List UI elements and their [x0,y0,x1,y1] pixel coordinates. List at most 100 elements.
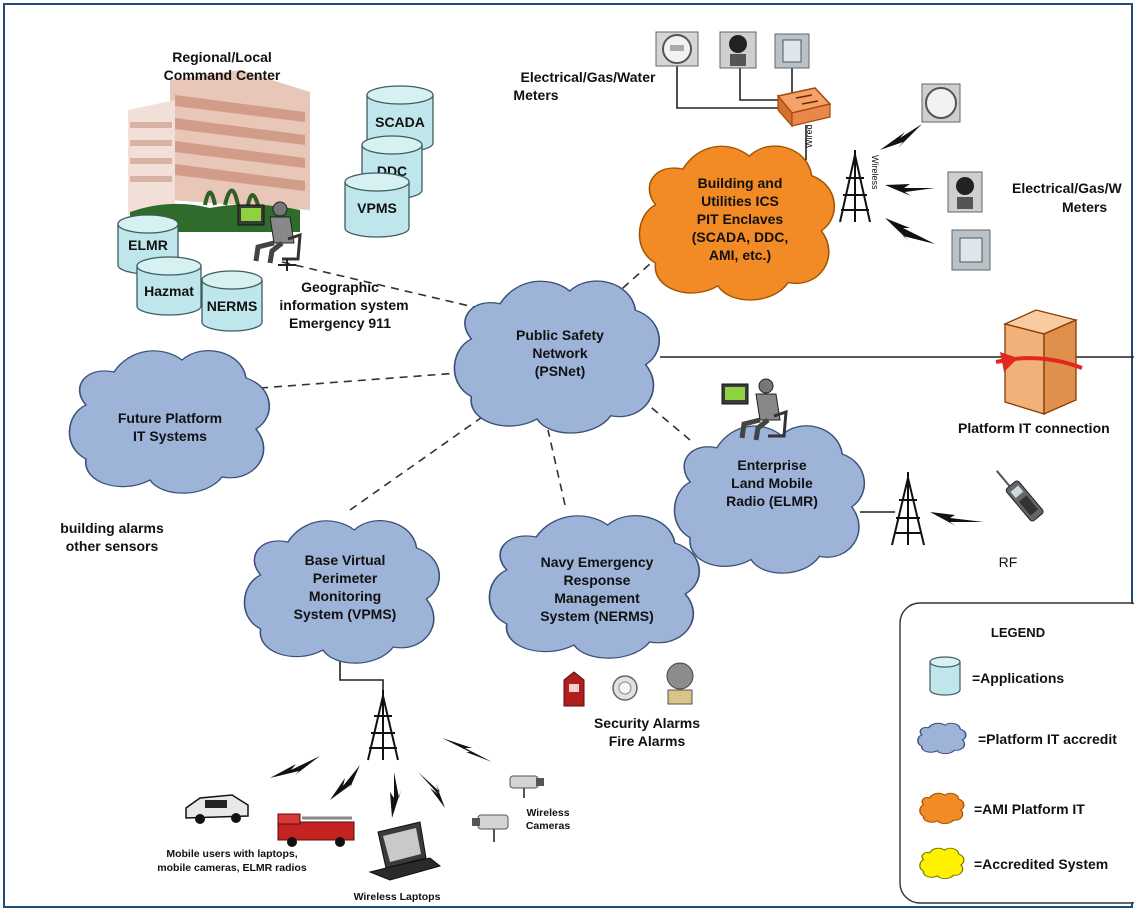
cloud-vpms-line-2: Perimeter [313,570,378,586]
link-meter2-switch [739,68,790,101]
wireless-link-label: Wireless [870,155,880,190]
meter-right-2-icon [947,171,983,213]
fire-truck-icon [277,813,355,847]
legend-cylinder-icon [929,656,961,696]
legend-item-ami: =AMI Platform IT [920,793,1085,823]
legend-item-platform-it: =Platform IT accredit [918,723,1117,753]
cylinder-scada-label: SCADA [375,114,425,130]
wireless-cameras-label-2: Cameras [526,820,571,832]
cylinder-nerms-label: NERMS [207,298,258,314]
rf-label: RF [999,554,1018,570]
cylinder-hazmat: Hazmat [136,256,202,316]
alarm-bell-icon [666,662,694,705]
building-alarms-label-1: building alarms [60,520,164,536]
handheld-radio-icon [995,470,1044,522]
meter-top-2-icon [719,31,757,69]
link-vpms-psnet [349,407,496,511]
link-meter1-switch [676,62,790,109]
dashed-links [259,254,691,511]
elmr-operator-icon [721,378,788,441]
wireless-signals-ics [880,124,935,244]
meter-top-3-icon [774,33,810,69]
cloud-elmr-line-2: Land Mobile [731,475,813,491]
cloud-ics-line-4: (SCADA, DDC, [692,229,788,245]
meters-top-label-2: Meters [513,87,558,103]
legend-label-accredited: =Accredited System [974,856,1108,872]
link-elmr-psnet [639,397,691,441]
meters-right-label-1: Electrical/Gas/W [1012,180,1123,196]
cloud-vpms-line-3: Monitoring [309,588,381,604]
mobile-users-label-2: mobile cameras, ELMR radios [157,862,307,874]
meter-right-3-icon [951,229,991,271]
wireless-signal-rf [930,512,984,526]
cloud-vpms-line-4: System (VPMS) [294,606,397,622]
cloud-elmr-line-3: Radio (ELMR) [726,493,818,509]
cloud-psnet-line-3: (PSNet) [535,363,586,379]
cloud-ics-line-3: PIT Enclaves [697,211,784,227]
cloud-psnet: Public Safety Network (PSNet) [454,281,659,433]
meter-top-1-icon [655,31,699,67]
wireless-signals-vpms [270,738,492,818]
police-car-icon [185,794,249,824]
cloud-nerms-line-4: System (NERMS) [540,608,654,624]
legend-cloud-blue-icon [918,723,966,753]
legend-title: LEGEND [991,625,1045,640]
network-switch-icon [776,87,832,128]
cloud-elmr-line-1: Enterprise [737,457,806,473]
command-center-title-1: Regional/Local [172,49,272,65]
building-alarms-label-2: other sensors [66,538,159,554]
application-cylinders: SCADA DDC VPMS ELMR Hazmat NERMS [117,85,434,332]
cylinder-vpms: VPMS [344,172,410,238]
smoke-detector-icon [612,675,638,701]
gis-label-3: Emergency 911 [289,315,391,331]
meters-top-label-1: Electrical/Gas/Water [521,69,656,85]
mobile-users-label-1: Mobile users with laptops, [166,848,297,860]
fire-alarm-box-icon [563,671,585,707]
cloud-ics-line-5: AMI, etc.) [709,247,771,263]
legend-label-ami: =AMI Platform IT [974,801,1085,817]
cloud-elmr: Enterprise Land Mobile Radio (ELMR) [674,426,864,573]
wireless-laptops-label: Wireless Laptops [354,891,441,903]
cylinder-elmr-label: ELMR [128,237,168,253]
meter-right-1-icon [921,83,961,123]
legend-cloud-orange-icon [920,793,964,823]
link-ics-psnet [614,254,661,296]
link-gis-psnet [281,261,479,309]
cylinder-nerms: NERMS [201,270,263,332]
radio-tower-vpms-icon [367,690,399,761]
platform-it-label: Platform IT connection [958,420,1110,436]
cloud-vpms-line-1: Base Virtual [305,552,386,568]
cloud-nerms: Navy Emergency Response Management Syste… [489,516,699,659]
radio-tower-elmr-icon [891,472,925,546]
cloud-vpms: Base Virtual Perimeter Monitoring System… [244,521,439,664]
legend-label-platform-it: =Platform IT accredit [978,731,1117,747]
cylinder-hazmat-label: Hazmat [144,283,194,299]
wireless-cameras-label-1: Wireless [526,807,569,819]
gis-label-2: information system [279,297,408,313]
cloud-ics-line-1: Building and [698,175,783,191]
command-center-title-2: Command Center [164,67,281,83]
security-label-2: Fire Alarms [609,733,686,749]
wired-link-label: Wired [804,124,814,148]
cloud-nerms-line-1: Navy Emergency [541,554,654,570]
cloud-future-line-2: IT Systems [133,428,207,444]
legend-label-applications: =Applications [972,670,1064,686]
gis-label-1: Geographic [301,279,379,295]
legend-item-accredited: =Accredited System [920,848,1108,878]
cloud-psnet-line-1: Public Safety [516,327,604,343]
meters-right-label-2: Meters [1062,199,1107,215]
cloud-future: Future Platform IT Systems [69,351,269,494]
legend-cloud-yellow-icon [920,848,964,878]
laptop-icon [368,821,442,881]
legend: LEGEND =Applications =Platform IT accred… [900,602,1134,904]
cylinder-vpms-label: VPMS [357,200,397,216]
cloud-nerms-line-2: Response [564,572,631,588]
cloud-future-line-1: Future Platform [118,410,222,426]
cloud-ics: Building and Utilities ICS PIT Enclaves … [639,146,834,300]
firewall-icon [995,309,1083,415]
link-future-psnet [259,371,473,389]
cloud-ics-line-2: Utilities ICS [701,193,779,209]
radio-tower-ics-icon [839,150,871,223]
legend-item-applications: =Applications [929,656,1064,696]
